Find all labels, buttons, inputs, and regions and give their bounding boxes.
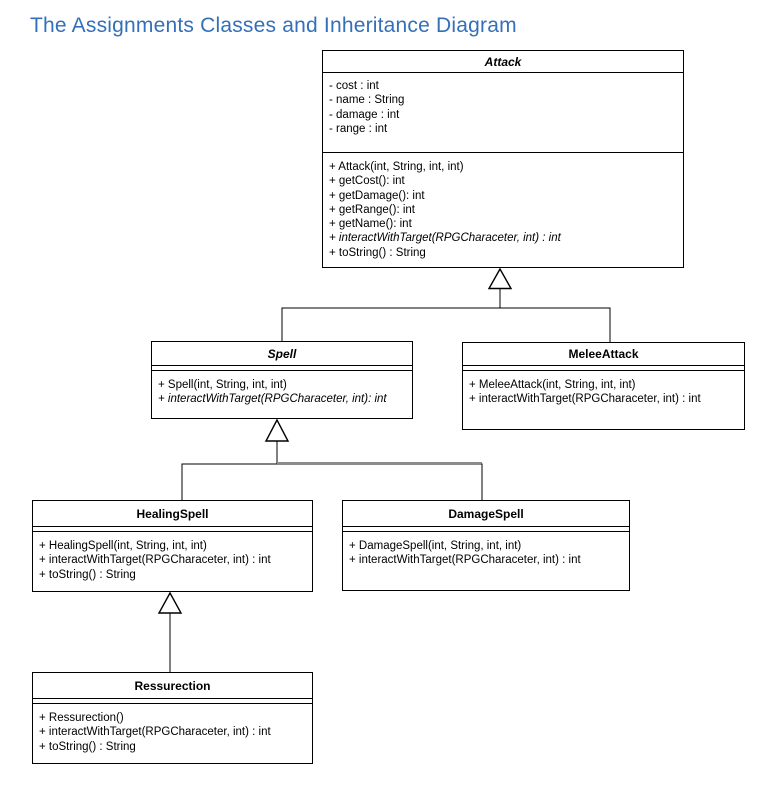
class-method: + getRange(): int bbox=[329, 203, 415, 216]
class-box-attack: Attack - cost : int - name : String - da… bbox=[322, 50, 684, 268]
class-method: + getDamage(): int bbox=[329, 189, 425, 202]
class-box-ressurection: Ressurection + Ressurection() + interact… bbox=[32, 672, 313, 764]
class-title-attack: Attack bbox=[323, 51, 683, 73]
class-title-damagespell: DamageSpell bbox=[343, 501, 629, 527]
connector-ressurection-to-healingspell bbox=[157, 591, 183, 673]
methods-compartment: + Attack(int, String, int, int) + getCos… bbox=[323, 153, 683, 267]
class-method: + Attack(int, String, int, int) bbox=[329, 161, 464, 173]
inheritance-triangle-icon bbox=[157, 591, 183, 614]
attributes-compartment: - cost : int - name : String - damage : … bbox=[323, 73, 683, 153]
class-method: + getCost(): int bbox=[329, 175, 405, 188]
class-method-abstract: + interactWithTarget(RPGCharaceter, int)… bbox=[158, 393, 387, 406]
class-method: + interactWithTarget(RPGCharaceter, int)… bbox=[39, 554, 271, 567]
class-title-spell: Spell bbox=[152, 342, 412, 366]
methods-compartment: + MeleeAttack(int, String, int, int) + i… bbox=[463, 371, 744, 429]
class-method: + interactWithTarget(RPGCharaceter, int)… bbox=[469, 393, 701, 406]
connector-spell-meleeattack-to-attack bbox=[281, 267, 611, 343]
class-method: + interactWithTarget(RPGCharaceter, int)… bbox=[39, 726, 271, 739]
class-method: + toString() : String bbox=[39, 568, 136, 581]
class-method-abstract: + interactWithTarget(RPGCharaceter, int)… bbox=[329, 232, 561, 245]
attributes-compartment bbox=[152, 366, 412, 371]
connector-healingspell-damagespell-to-spell bbox=[181, 418, 483, 501]
inheritance-triangle-icon bbox=[487, 267, 513, 290]
methods-compartment: + Ressurection() + interactWithTarget(RP… bbox=[33, 704, 312, 763]
class-box-meleeattack: MeleeAttack + MeleeAttack(int, String, i… bbox=[462, 342, 745, 430]
class-attribute: - name : String bbox=[329, 94, 405, 107]
class-method: + HealingSpell(int, String, int, int) bbox=[39, 540, 207, 552]
class-method: + Spell(int, String, int, int) bbox=[158, 379, 287, 391]
methods-compartment: + HealingSpell(int, String, int, int) + … bbox=[33, 532, 312, 591]
class-box-healingspell: HealingSpell + HealingSpell(int, String,… bbox=[32, 500, 313, 592]
class-method: + Ressurection() bbox=[39, 712, 124, 724]
attributes-compartment bbox=[33, 527, 312, 532]
class-method: + DamageSpell(int, String, int, int) bbox=[349, 540, 522, 552]
methods-compartment: + Spell(int, String, int, int) + interac… bbox=[152, 371, 412, 418]
attributes-compartment bbox=[343, 527, 629, 532]
class-attribute: - cost : int bbox=[329, 80, 379, 92]
class-title-healingspell: HealingSpell bbox=[33, 501, 312, 527]
class-box-spell: Spell + Spell(int, String, int, int) + i… bbox=[151, 341, 413, 419]
class-attribute: - range : int bbox=[329, 122, 388, 135]
class-attribute: - damage : int bbox=[329, 108, 400, 121]
methods-compartment: + DamageSpell(int, String, int, int) + i… bbox=[343, 532, 629, 590]
class-method: + getName(): int bbox=[329, 218, 412, 231]
class-method: + interactWithTarget(RPGCharaceter, int)… bbox=[349, 554, 581, 567]
class-title-meleeattack: MeleeAttack bbox=[463, 343, 744, 366]
class-method: + toString() : String bbox=[39, 740, 136, 753]
page-title: The Assignments Classes and Inheritance … bbox=[30, 14, 517, 37]
attributes-compartment bbox=[463, 366, 744, 371]
class-box-damagespell: DamageSpell + DamageSpell(int, String, i… bbox=[342, 500, 630, 591]
attributes-compartment bbox=[33, 699, 312, 704]
class-title-ressurection: Ressurection bbox=[33, 673, 312, 699]
class-method: + MeleeAttack(int, String, int, int) bbox=[469, 379, 636, 391]
inheritance-triangle-icon bbox=[264, 418, 290, 442]
class-method: + toString() : String bbox=[329, 246, 426, 259]
